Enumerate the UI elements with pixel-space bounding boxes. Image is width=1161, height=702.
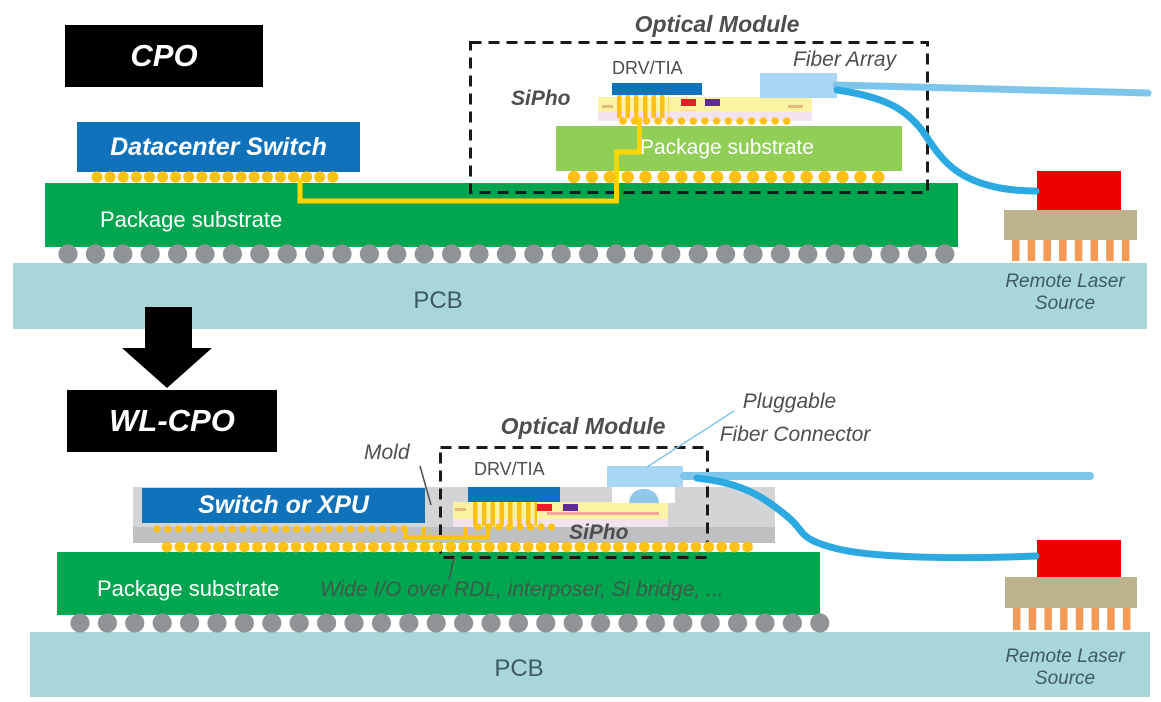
wlcpo-pcb-solder-balls <box>70 613 830 633</box>
wlcpo-laser-pins <box>1013 608 1131 630</box>
cpo-sipho-waveguide-left <box>602 105 613 108</box>
wlcpo-sipho-waveguide-left <box>455 508 466 511</box>
wlcpo-substrate-bumps <box>161 541 753 553</box>
cpo-remote-laser-base <box>1004 210 1137 240</box>
wlcpo-optical-module-title: Optical Module <box>500 413 666 439</box>
cpo-om-package-substrate-label: Package substrate <box>640 136 814 159</box>
cpo-pcb-solder-balls <box>58 244 955 264</box>
cpo-drv-tia-label: DRV/TIA <box>612 58 683 78</box>
cpo-sipho-purple-element <box>705 99 720 106</box>
cpo-remote-laser-label: Remote Laser Source <box>980 271 1150 315</box>
wlcpo-remote-laser-line2: Source <box>1034 668 1096 689</box>
cpo-remote-laser-chip <box>1037 171 1121 210</box>
wlcpo-rdl-layer <box>133 527 775 543</box>
wlcpo-sipho-red-element <box>537 504 552 511</box>
cpo-sipho-label: SiPho <box>511 87 571 110</box>
cpo-sipho-waveguide-right <box>788 105 803 108</box>
wlcpo-fiber-connector-block <box>607 466 683 487</box>
cpo-sipho-red-element <box>681 99 696 106</box>
cpo-remote-laser-line1: Remote Laser <box>1005 271 1125 292</box>
wlcpo-remote-laser-line1: Remote Laser <box>1005 646 1125 667</box>
cpo-drv-tia-chip <box>612 83 702 95</box>
wlcpo-package-substrate <box>57 552 820 615</box>
cpo-straight-fiber <box>832 81 1152 97</box>
cpo-switch-bumps <box>91 171 339 183</box>
cpo-optical-module-title: Optical Module <box>634 11 800 37</box>
wlcpo-remote-laser-base <box>1005 577 1137 608</box>
cpo-om-substrate-bumps <box>567 170 885 184</box>
wlcpo-mold-label: Mold <box>364 441 410 464</box>
wlcpo-badge: WL-CPO <box>67 390 277 452</box>
cpo-package-substrate-label: Package substrate <box>100 207 283 232</box>
wlcpo-remote-laser-chip <box>1037 540 1121 578</box>
wlcpo-sipho-label: SiPho <box>569 521 629 544</box>
wlcpo-drv-microbumps <box>473 500 537 526</box>
cpo-datacenter-switch: Datacenter Switch <box>77 122 360 172</box>
cpo-pcb-label: PCB <box>413 287 463 314</box>
wlcpo-switch-or-xpu: Switch or XPU <box>142 488 425 523</box>
cpo-fiber-array-block <box>760 73 837 98</box>
cpo-remote-laser-line2: Source <box>1034 293 1096 314</box>
wlcpo-pcb <box>30 632 1150 697</box>
wlcpo-pluggable-label-line2: Fiber Connector <box>719 423 871 446</box>
cpo-drv-microbumps <box>617 95 669 118</box>
wlcpo-wide-io-label: Wide I/O over RDL, interposer, Si bridge… <box>320 578 724 601</box>
cpo-badge: CPO <box>65 25 263 87</box>
wlcpo-pluggable-label-line1: Pluggable <box>742 390 837 413</box>
cpo-fiber-array-label: Fiber Array <box>793 48 897 71</box>
wlcpo-drv-tia-label: DRV/TIA <box>474 459 545 479</box>
wlcpo-package-substrate-label: Package substrate <box>97 576 280 601</box>
wlcpo-sipho-purple-element <box>563 504 578 511</box>
wlcpo-pcb-label: PCB <box>494 655 544 682</box>
wlcpo-drv-tia-chip <box>468 487 560 502</box>
wlcpo-sipho-waveguide <box>547 512 659 515</box>
wlcpo-remote-laser-label: Remote Laser Source <box>980 646 1150 690</box>
cpo-laser-pins <box>1012 240 1130 261</box>
cpo-pcb <box>13 263 1147 329</box>
